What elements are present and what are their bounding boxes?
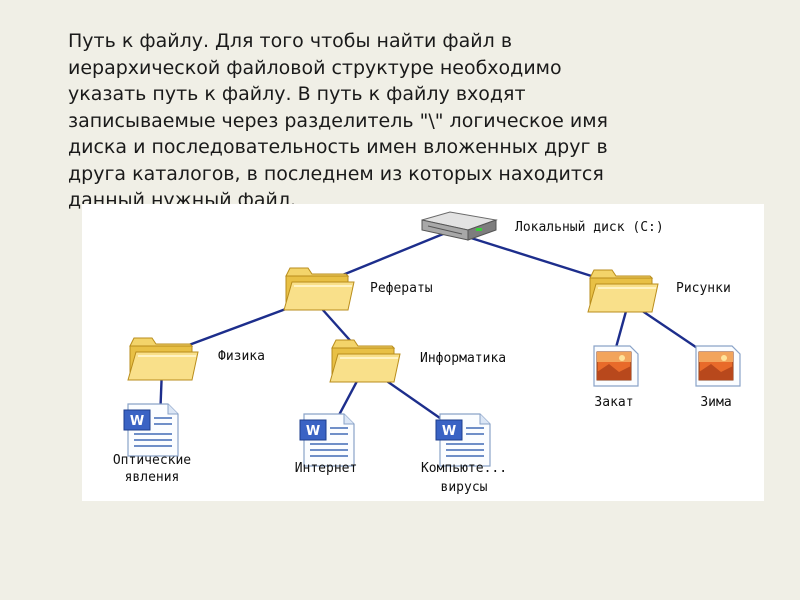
folder-risunki-label: Рисунки [676,281,731,296]
folder-fizika-icon[interactable] [127,337,199,381]
word-doc-internet-label: Интернет [295,461,358,476]
image-file-zima-label: Зима [700,395,731,410]
image-file-zakat-icon[interactable] [593,345,639,387]
word-doc-viruses-icon[interactable] [435,413,491,467]
text-line: иерархической файловой структуре необход… [68,56,562,79]
folder-referaty-label: Рефераты [370,281,433,296]
word-doc-viruses-label-line1: Компьюте... [421,461,507,476]
folder-fizika-label: Физика [218,349,265,364]
text-line: диска и последовательность имен вложенны… [68,136,608,158]
image-file-zakat-label: Закат [594,395,633,410]
folder-informatika-label: Информатика [420,351,506,366]
text-line: Путь к файлу. Для того чтобы найти файл … [68,30,513,52]
word-doc-internet-icon[interactable] [299,413,355,467]
word-doc-optika-icon[interactable] [123,403,179,457]
local-disk-icon[interactable] [421,211,498,241]
folder-referaty-icon[interactable] [283,267,355,311]
tree-connectors [158,230,719,433]
image-file-zima-icon[interactable] [695,345,741,387]
local-disk-label: Локальный диск (C:) [515,220,664,235]
word-doc-optika-label-line2: явления [125,470,180,485]
word-doc-viruses-label-line2: вирусы [441,480,488,495]
folder-risunki-icon[interactable] [587,269,659,313]
folder-informatika-icon[interactable] [329,339,401,383]
word-doc-optika-label-line1: Оптические [113,453,191,468]
text-line: записываемые через разделитель "\" логич… [68,109,608,132]
text-line: друга каталогов, в последнем из которых … [68,162,604,185]
text-line: указать путь к файлу. В путь к файлу вхо… [68,83,526,105]
